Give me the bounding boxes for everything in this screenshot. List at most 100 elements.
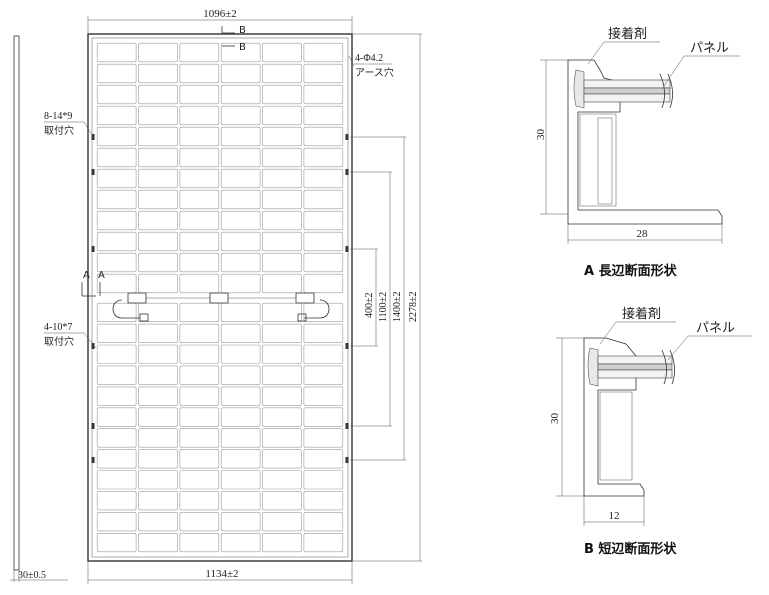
earth-hole-name: アース穴 bbox=[355, 66, 394, 79]
solar-cell bbox=[262, 532, 302, 553]
solar-cell bbox=[138, 449, 178, 469]
junction-box-center bbox=[209, 292, 229, 304]
solar-cell bbox=[96, 323, 137, 343]
solar-cell bbox=[262, 449, 302, 469]
solar-cell bbox=[138, 365, 178, 385]
solar-cell bbox=[138, 168, 178, 189]
mount-hole-bottom-name: 取付穴 bbox=[44, 335, 74, 348]
solar-cell bbox=[96, 105, 137, 126]
solar-cell bbox=[220, 344, 261, 364]
solar-cell bbox=[303, 252, 344, 273]
solar-cell bbox=[262, 189, 302, 210]
solar-cell bbox=[262, 210, 302, 231]
solar-cell bbox=[96, 189, 137, 210]
solar-cell bbox=[303, 428, 344, 448]
section-a-width: 28 bbox=[637, 228, 649, 240]
solar-cell bbox=[220, 168, 261, 189]
section-b-mark-2: B bbox=[239, 42, 246, 53]
solar-cell bbox=[96, 231, 137, 252]
solar-cell bbox=[179, 470, 220, 490]
solar-cell bbox=[96, 168, 137, 189]
solar-cell bbox=[96, 428, 137, 448]
section-b-caption: B 短辺断面形状 bbox=[584, 541, 677, 557]
solar-cell bbox=[138, 273, 178, 294]
junction-box-left bbox=[112, 292, 149, 322]
solar-cell bbox=[96, 532, 137, 553]
solar-cell bbox=[138, 512, 178, 532]
solar-cell bbox=[303, 323, 344, 343]
solar-cell bbox=[96, 449, 137, 469]
solar-cell bbox=[138, 302, 178, 323]
solar-cell bbox=[96, 42, 137, 63]
solar-cell bbox=[179, 105, 220, 126]
solar-cell bbox=[179, 323, 220, 343]
solar-cell bbox=[179, 210, 220, 231]
section-a-panel-label: パネル bbox=[690, 41, 729, 56]
solar-cell bbox=[220, 126, 261, 147]
solar-cell bbox=[96, 407, 137, 427]
solar-cell bbox=[138, 210, 178, 231]
solar-cell bbox=[179, 42, 220, 63]
top-width-dimension: 1096±2 bbox=[203, 8, 237, 20]
solar-cell bbox=[96, 344, 137, 364]
solar-cell bbox=[303, 470, 344, 490]
section-a-adhesive-label: 接着剤 bbox=[608, 26, 647, 42]
solar-cell bbox=[303, 512, 344, 532]
mount-hole-top-spec: 8-14*9 bbox=[44, 111, 72, 122]
solar-cell bbox=[138, 323, 178, 343]
section-a-profile: 接着剤 パネル 30 28 A 長辺断面形状 bbox=[535, 26, 740, 279]
solar-cell bbox=[303, 84, 344, 105]
solar-cell bbox=[138, 126, 178, 147]
solar-cell bbox=[303, 273, 344, 294]
solar-cell bbox=[220, 42, 261, 63]
solar-cell bbox=[262, 344, 302, 364]
section-a-height: 30 bbox=[535, 129, 547, 141]
solar-cell bbox=[220, 231, 261, 252]
dim-400: 400±2 bbox=[364, 293, 375, 319]
solar-cell bbox=[138, 252, 178, 273]
solar-cell bbox=[262, 84, 302, 105]
section-a-mark-1: A bbox=[83, 270, 90, 281]
thickness-dimension: 30±0.5 bbox=[18, 570, 46, 581]
mounting-hole bbox=[91, 457, 95, 463]
section-b-panel-label: パネル bbox=[696, 321, 735, 336]
solar-cell bbox=[262, 42, 302, 63]
solar-cell bbox=[138, 105, 178, 126]
solar-cell bbox=[179, 231, 220, 252]
mounting-hole bbox=[91, 423, 95, 429]
mounting-hole bbox=[345, 169, 349, 175]
solar-cell bbox=[262, 512, 302, 532]
solar-cell bbox=[138, 189, 178, 210]
solar-cell bbox=[262, 302, 302, 323]
section-a-caption: A 長辺断面形状 bbox=[584, 263, 678, 279]
module-inner-frame bbox=[91, 37, 349, 558]
mounting-hole bbox=[345, 134, 349, 140]
mounting-hole bbox=[345, 423, 349, 429]
solar-cell bbox=[220, 252, 261, 273]
solar-cell bbox=[220, 105, 261, 126]
solar-cell bbox=[179, 365, 220, 385]
solar-cell bbox=[220, 147, 261, 168]
solar-cell bbox=[138, 63, 178, 84]
solar-cell bbox=[262, 407, 302, 427]
solar-cell bbox=[303, 189, 344, 210]
solar-cell bbox=[179, 168, 220, 189]
solar-cell bbox=[220, 273, 261, 294]
solar-cell bbox=[303, 365, 344, 385]
solar-cell bbox=[179, 147, 220, 168]
solar-cell bbox=[262, 470, 302, 490]
solar-cell bbox=[179, 63, 220, 84]
dim-1400: 1400±2 bbox=[392, 292, 403, 323]
mounting-hole bbox=[91, 134, 95, 140]
solar-cell bbox=[220, 302, 261, 323]
solar-cell bbox=[179, 273, 220, 294]
solar-cell bbox=[96, 84, 137, 105]
solar-cell bbox=[138, 428, 178, 448]
hole-spacing-dimensions bbox=[350, 33, 422, 562]
earth-hole-spec: 4-Φ4.2 bbox=[355, 53, 383, 64]
solar-cell bbox=[262, 491, 302, 511]
solar-cell bbox=[179, 532, 220, 553]
side-view: 30±0.5 bbox=[10, 35, 68, 582]
solar-cell bbox=[303, 42, 344, 63]
